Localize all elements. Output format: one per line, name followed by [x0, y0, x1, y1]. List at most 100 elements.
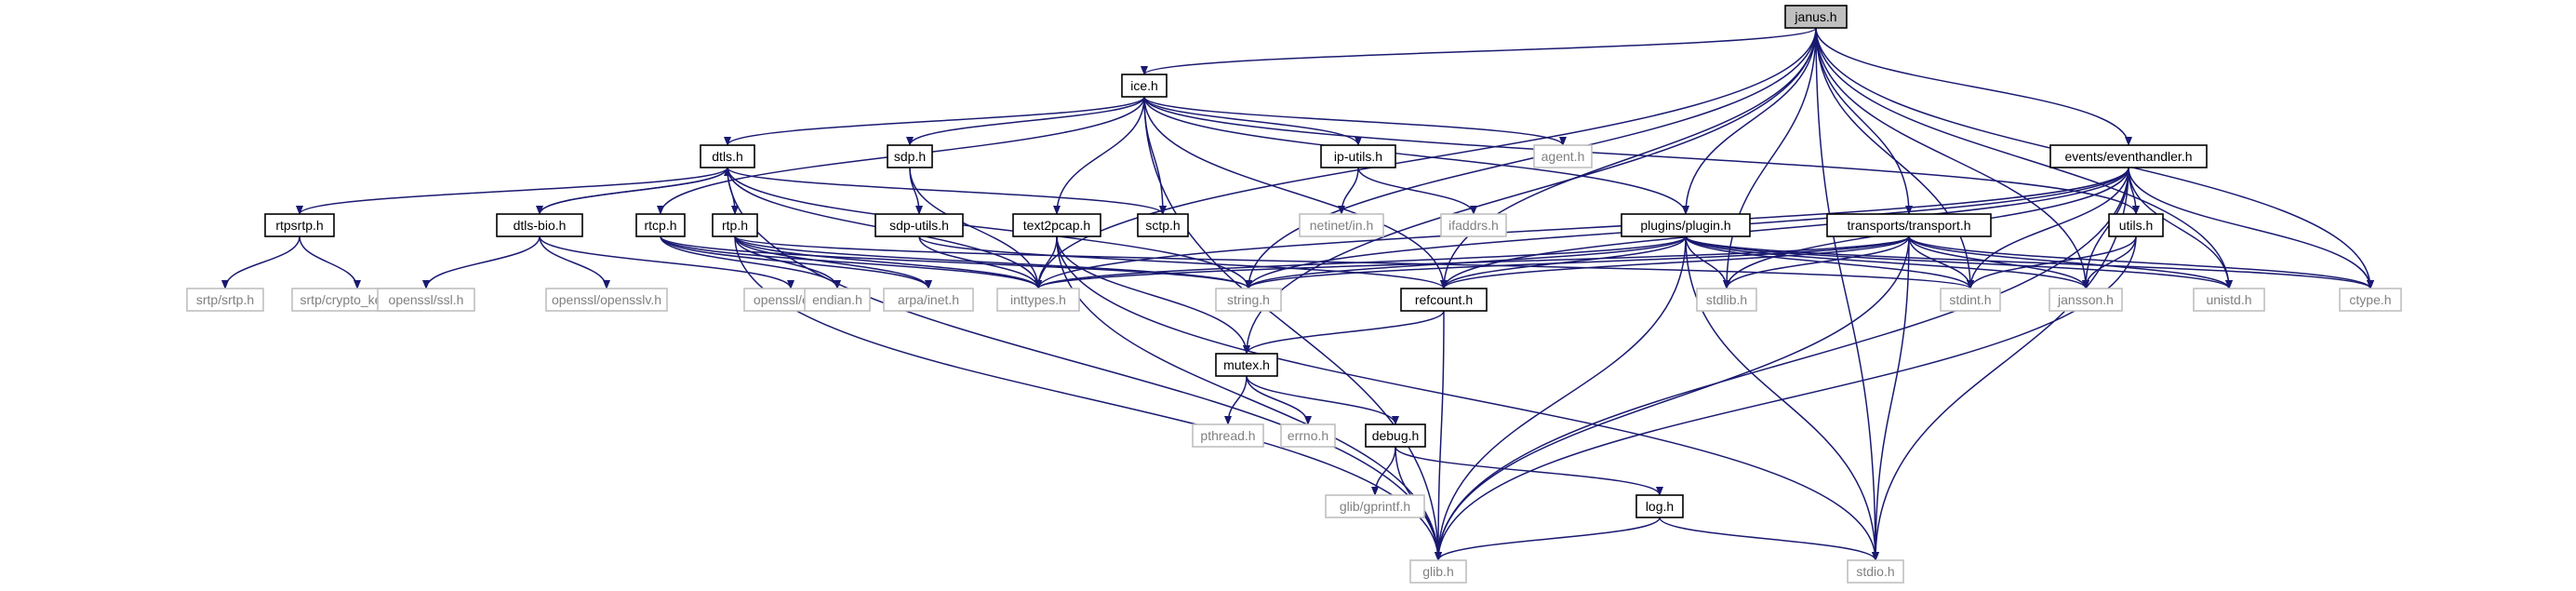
node-transport-label: transports/transport.h	[1847, 218, 1970, 233]
node-log-box	[1635, 494, 1684, 518]
edge-dtlsbio-to-dtls	[539, 167, 731, 215]
node-utils[interactable]: utils.h	[2108, 213, 2164, 237]
node-debug[interactable]: debug.h	[1365, 423, 1426, 448]
node-dtls[interactable]: dtls.h	[700, 144, 755, 168]
node-pthread: pthread.h	[1192, 423, 1264, 448]
node-agent-box	[1533, 144, 1593, 168]
edge-ice-to-text2pcap	[1053, 96, 1145, 215]
node-arpainet-label: arpa/inet.h	[898, 292, 959, 307]
node-iputils[interactable]: ip-utils.h	[1320, 144, 1396, 168]
edge-text2pcap-to-mutex	[1056, 235, 1250, 355]
edge-utils-to-glib	[1435, 235, 2137, 561]
edge-rtcp-to-endian	[660, 235, 841, 289]
node-rtp[interactable]: rtp.h	[712, 213, 758, 237]
node-sdp[interactable]: sdp.h	[887, 144, 933, 168]
edge-janus-to-stdint	[1815, 27, 1974, 289]
node-jansson: jansson.h	[2049, 288, 2123, 312]
edge-transport-to-inttypes	[1034, 235, 1910, 289]
node-ctype: ctype.h	[2339, 288, 2402, 312]
edge-janus-to-inttypes	[1034, 27, 1817, 289]
edge-transport-to-glib	[1435, 235, 1910, 561]
node-stdint-label: stdint.h	[1949, 292, 1991, 307]
edge-rtcp-to-arpainet	[660, 235, 932, 289]
edge-janus-to-unistd	[1815, 27, 2233, 289]
node-rtpsrtp[interactable]: rtpsrtp.h	[264, 213, 335, 237]
node-mutex-label: mutex.h	[1223, 357, 1270, 372]
edge-transport-to-refcount	[1440, 235, 1910, 289]
edge-dtls-to-glib	[727, 167, 1442, 561]
edge-eventhandler-to-refcount	[1440, 167, 2129, 289]
node-pthread-label: pthread.h	[1200, 428, 1255, 443]
node-agent: agent.h	[1533, 144, 1593, 168]
edge-ice-to-dtls	[724, 96, 1145, 146]
edge-log-to-glib	[1435, 517, 1661, 561]
node-sdputils-box	[874, 213, 964, 237]
node-ssl: openssl/ssl.h	[377, 288, 475, 312]
edge-transport-to-stdlib	[1723, 235, 1910, 289]
node-plugin[interactable]: plugins/plugin.h	[1621, 213, 1751, 237]
edge-janus-to-eventhandler	[1815, 27, 2132, 146]
edge-eventhandler-to-stdint	[1967, 167, 2129, 289]
edge-ice-to-sctp	[1143, 96, 1167, 215]
node-refcount[interactable]: refcount.h	[1400, 288, 1488, 312]
node-rtcp[interactable]: rtcp.h	[635, 213, 686, 237]
node-ifaddrs: ifaddrs.h	[1440, 213, 1507, 237]
node-sctp-box	[1137, 213, 1189, 237]
node-netinet-box	[1299, 213, 1384, 237]
node-sctp[interactable]: sctp.h	[1137, 213, 1189, 237]
node-glib-label: glib.h	[1422, 564, 1453, 579]
node-stdlib: stdlib.h	[1696, 288, 1757, 312]
node-inttypes-label: inttypes.h	[1010, 292, 1066, 307]
node-endian: endian.h	[804, 288, 871, 312]
edge-ice-to-plugin	[1143, 96, 1689, 215]
node-glib-box	[1409, 559, 1467, 584]
edge-plugin-to-stdio	[1685, 235, 1879, 561]
node-stdlib-box	[1696, 288, 1757, 312]
node-ice[interactable]: ice.h	[1121, 74, 1168, 98]
node-sdputils[interactable]: sdp-utils.h	[874, 213, 964, 237]
edge-eventhandler-to-inttypes	[1034, 167, 2129, 289]
node-dtlsbio[interactable]: dtls-bio.h	[496, 213, 583, 237]
edge-plugin-to-jansson	[1685, 235, 2089, 289]
node-rtcp-label: rtcp.h	[644, 218, 676, 233]
node-text2pcap[interactable]: text2pcap.h	[1012, 213, 1101, 237]
node-arpainet: arpa/inet.h	[883, 288, 974, 312]
node-jansson-label: jansson.h	[2057, 292, 2114, 307]
node-srtp-box	[186, 288, 264, 312]
edge-eventhandler-to-unistd	[2128, 167, 2233, 289]
node-stdlib-label: stdlib.h	[1706, 292, 1747, 307]
edge-text2pcap-to-inttypes	[1034, 235, 1058, 289]
edge-refcount-to-glib	[1435, 310, 1445, 561]
node-log[interactable]: log.h	[1635, 494, 1684, 518]
edge-dtls-to-sctp	[727, 167, 1167, 215]
node-refcount-label: refcount.h	[1415, 292, 1473, 307]
edge-text2pcap-to-stdio	[1056, 235, 1879, 561]
node-stdint: stdint.h	[1940, 288, 2001, 312]
edge-rtpsrtp-to-srtp	[221, 235, 300, 289]
node-utils-label: utils.h	[2119, 218, 2154, 233]
node-janus[interactable]: janus.h	[1784, 5, 1848, 29]
edge-dtls-to-string	[727, 167, 1252, 289]
edge-transport-to-string	[1245, 235, 1910, 289]
node-sdputils-label: sdp-utils.h	[889, 218, 949, 233]
edge-ice-to-agent	[1143, 96, 1567, 146]
edge-dtls-to-rtpsrtp	[296, 167, 728, 215]
edge-plugin-to-stdint	[1685, 235, 1974, 289]
edge-plugin-to-ctype	[1685, 235, 2374, 289]
edge-janus-to-refcount	[1440, 27, 1817, 289]
node-mutex[interactable]: mutex.h	[1215, 353, 1278, 377]
node-dtlsbio-label: dtls-bio.h	[514, 218, 567, 233]
edge-ice-to-sdp	[906, 96, 1145, 146]
node-eventhandler[interactable]: events/eventhandler.h	[2049, 144, 2208, 168]
node-stdio: stdio.h	[1847, 559, 1904, 584]
node-transport[interactable]: transports/transport.h	[1826, 213, 1992, 237]
node-ifaddrs-label: ifaddrs.h	[1448, 218, 1499, 233]
node-stdio-box	[1847, 559, 1904, 584]
edge-dtlsbio-to-opensslv	[539, 235, 610, 289]
node-errno-box	[1280, 423, 1336, 448]
node-inttypes-box	[996, 288, 1080, 312]
node-rtpsrtp-label: rtpsrtp.h	[275, 218, 323, 233]
edge-plugin-to-inttypes	[1034, 235, 1687, 289]
edge-transport-to-unistd	[1908, 235, 2233, 289]
node-transport-box	[1826, 213, 1992, 237]
